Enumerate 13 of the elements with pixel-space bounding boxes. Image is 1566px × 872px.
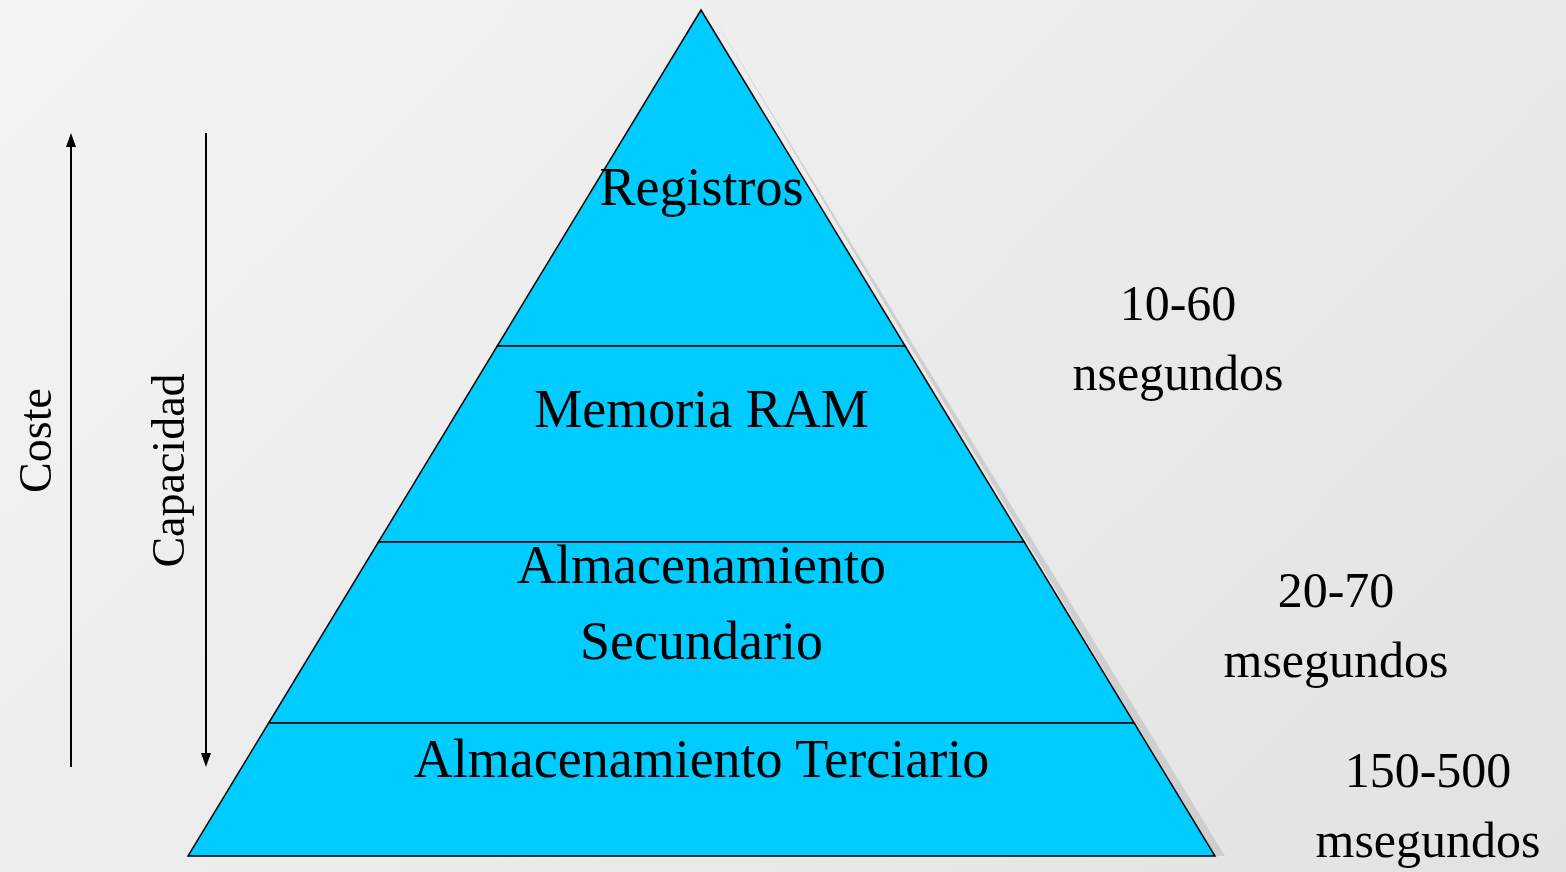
axis-label: Coste [8, 387, 62, 493]
pyramid-section [268, 542, 1135, 723]
level-label: Almacenamiento Secundario [516, 534, 887, 673]
level-label: Registros [598, 156, 805, 219]
access-time-label: 150-500 msegundos [1314, 741, 1542, 870]
level-label: Almacenamiento Terciario [412, 728, 991, 791]
pyramid-top-section [497, 10, 906, 346]
level-label: Memoria RAM [533, 378, 870, 441]
pyramid-section [378, 346, 1025, 542]
access-time-label: 10-60 nsegundos [1071, 274, 1285, 403]
axis-label: Capacidad [141, 372, 195, 568]
access-time-label: 20-70 msegundos [1222, 561, 1450, 690]
pyramid-section [188, 723, 1215, 856]
